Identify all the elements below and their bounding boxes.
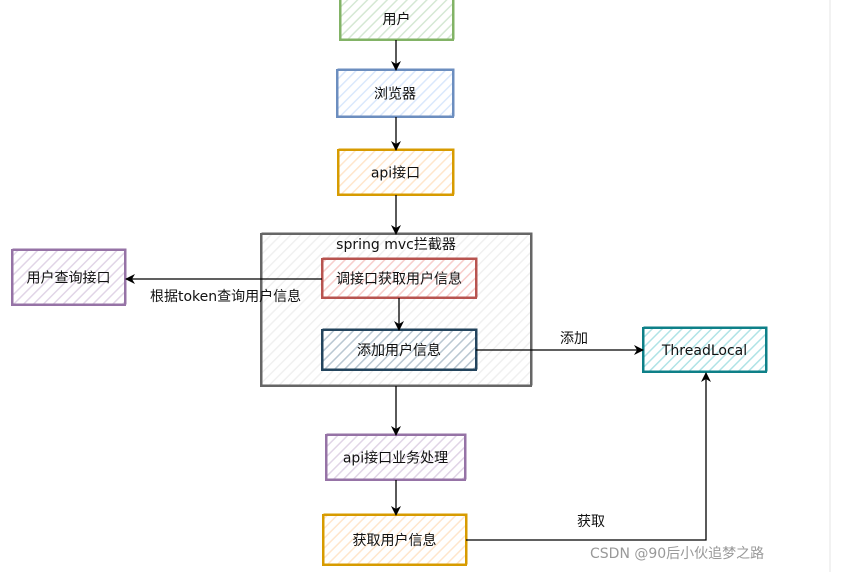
node-user-query-api-box — [11, 249, 126, 306]
node-user: 用户 — [339, 0, 455, 41]
node-call-api: 调接口获取用户信息 — [321, 257, 478, 299]
node-api-box — [337, 149, 454, 196]
node-browser-label: 浏览器 — [374, 87, 416, 103]
node-user-box — [339, 0, 454, 41]
node-threadlocal-sketch-line — [643, 326, 768, 372]
node-interceptor: spring mvc拦截器 — [260, 232, 533, 387]
node-add-user-info: 添加用户信息 — [321, 328, 478, 371]
node-user-query-api-label: 用户查询接口 — [27, 270, 111, 287]
edge-label-add: 添加 — [560, 331, 588, 347]
node-call-api-sketch-line — [322, 257, 478, 298]
node-call-api-label: 调接口获取用户信息 — [336, 271, 462, 288]
node-add-user-info-box — [321, 329, 477, 371]
edge-label-token-query: 根据token查询用户信息 — [150, 288, 301, 305]
node-business-box — [325, 434, 466, 481]
node-get-user-info: 获取用户信息 — [322, 513, 468, 566]
node-user-query-api: 用户查询接口 — [11, 248, 127, 306]
node-threadlocal-label: ThreadLocal — [661, 343, 747, 359]
node-add-user-info-label: 添加用户信息 — [357, 342, 441, 359]
edge-get-to-threadlocal — [466, 372, 711, 541]
node-business: api接口业务处理 — [325, 433, 467, 481]
watermark: CSDN @90后小伙追梦之路 — [590, 546, 764, 562]
node-business-label: api接口业务处理 — [343, 450, 448, 467]
edge-label-get: 获取 — [577, 514, 605, 530]
node-get-user-info-label: 获取用户信息 — [353, 532, 437, 549]
node-user-label: 用户 — [383, 11, 411, 28]
node-api: api接口 — [337, 148, 455, 196]
node-interceptor-label: spring mvc拦截器 — [336, 237, 456, 253]
node-get-user-info-box — [322, 514, 467, 566]
node-api-label: api接口 — [371, 165, 420, 182]
node-user-sketch-line — [340, 0, 455, 40]
node-threadlocal: ThreadLocal — [642, 326, 768, 373]
node-browser: 浏览器 — [336, 68, 455, 118]
